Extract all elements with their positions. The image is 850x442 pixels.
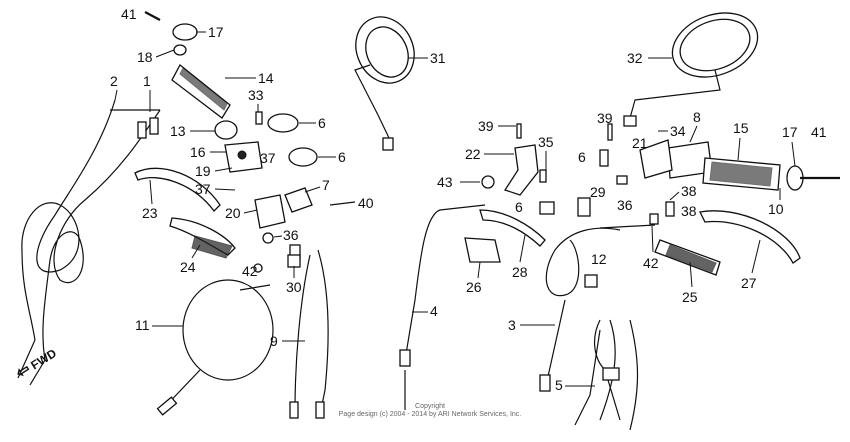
callout-16: 16 — [190, 144, 206, 160]
callout-36a: 36 — [283, 227, 299, 243]
callout-37a: 37 — [195, 181, 211, 197]
brake-lever-assembly — [654, 210, 801, 276]
callout-41b: 41 — [811, 124, 827, 140]
clutch-lever-assembly — [134, 167, 236, 259]
callout-1: 1 — [143, 73, 151, 89]
callout-33: 33 — [248, 87, 264, 103]
callout-42a: 42 — [242, 263, 258, 279]
callout-2: 2 — [110, 73, 118, 89]
callout-10: 10 — [768, 201, 784, 217]
callout-30: 30 — [286, 279, 302, 295]
throttle-cables — [17, 99, 161, 386]
callout-39a: 39 — [478, 118, 494, 134]
callout-39b: 39 — [597, 110, 613, 126]
callout-28: 28 — [512, 264, 528, 280]
callout-6b: 6 — [338, 149, 346, 165]
callout-22: 22 — [465, 146, 481, 162]
callout-17a: 17 — [208, 24, 224, 40]
callout-6a: 6 — [318, 115, 326, 131]
cable-3 — [539, 224, 656, 392]
cable-4 — [399, 204, 486, 410]
callout-23: 23 — [142, 205, 158, 221]
callout-11: 11 — [135, 317, 150, 333]
callout-29: 29 — [590, 184, 606, 200]
callout-9: 9 — [270, 333, 278, 349]
callout-38b: 38 — [681, 203, 697, 219]
callout-4: 4 — [430, 303, 438, 319]
callout-43: 43 — [437, 174, 453, 190]
callout-14: 14 — [258, 70, 274, 86]
callout-3: 3 — [508, 317, 516, 333]
center-lever — [464, 209, 546, 263]
callout-31: 31 — [430, 50, 446, 66]
mirrors — [354, 12, 759, 151]
callout-26: 26 — [466, 279, 482, 295]
copyright-title: Copyright — [415, 403, 445, 410]
callout-5: 5 — [555, 377, 563, 393]
callout-12: 12 — [591, 251, 607, 267]
callout-6d: 6 — [578, 149, 586, 165]
callout-38a: 38 — [681, 183, 697, 199]
copyright-notice: Copyright Page design (c) 2004 - 2014 by… — [300, 403, 560, 419]
callout-19: 19 — [195, 163, 211, 179]
callout-36b: 36 — [617, 197, 633, 213]
callouts: 1 2 3 4 5 6 6 6 6 7 8 9 10 11 12 13 14 1… — [110, 6, 827, 393]
callout-18: 18 — [137, 49, 153, 65]
cable-9 — [289, 244, 329, 419]
callout-32: 32 — [627, 50, 643, 66]
callout-24: 24 — [180, 259, 196, 275]
callout-15: 15 — [733, 120, 749, 136]
callout-34: 34 — [670, 123, 686, 139]
left-switch-housing — [224, 113, 318, 229]
callout-25: 25 — [682, 289, 698, 305]
callout-21: 21 — [632, 135, 648, 151]
right-grip-assembly — [503, 139, 840, 196]
small-hardware — [253, 111, 675, 288]
left-grip-assembly — [144, 11, 238, 140]
callout-40: 40 — [358, 195, 374, 211]
callout-37b: 37 — [260, 150, 276, 166]
callout-20: 20 — [225, 205, 241, 221]
callout-17b: 17 — [782, 124, 798, 140]
wire-harness-5 — [574, 319, 639, 431]
callout-42b: 42 — [643, 255, 659, 271]
callout-6c: 6 — [515, 199, 523, 215]
callout-13: 13 — [170, 123, 186, 139]
callout-35: 35 — [538, 134, 554, 150]
callout-8: 8 — [693, 109, 701, 125]
callout-27: 27 — [741, 275, 757, 291]
clutch-cable — [156, 279, 274, 416]
copyright-line: Page design (c) 2004 - 2014 by ARI Netwo… — [338, 411, 522, 418]
callout-41a: 41 — [121, 6, 137, 22]
callout-7: 7 — [322, 177, 330, 193]
